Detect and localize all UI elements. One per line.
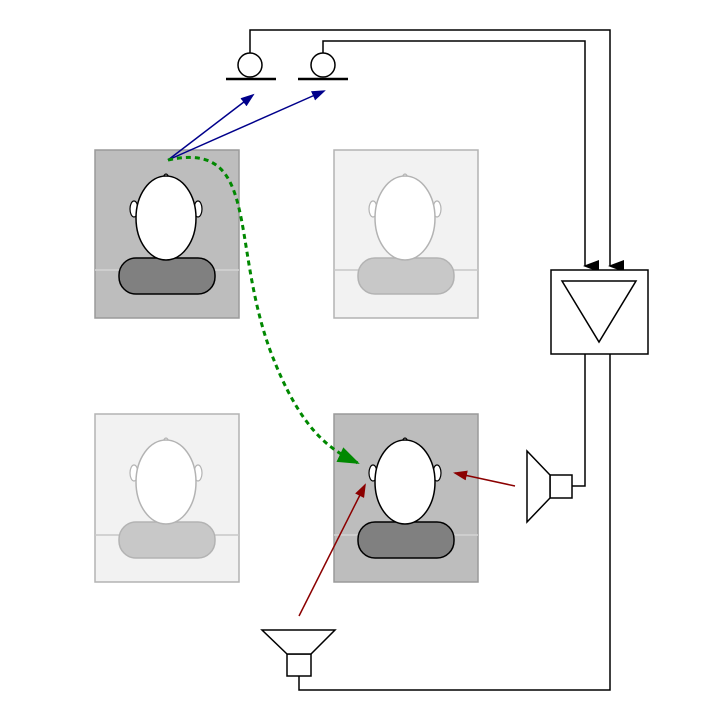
pickup-arrow-1 [167,93,255,161]
mic-1-wire [249,29,624,272]
speaker-right-icon [526,449,573,524]
person-icon [118,173,216,295]
amp-to-bottom-speaker-wire [298,354,611,691]
listener-panel-top-right [333,149,479,319]
speaker-bottom-sound-arrow [298,483,366,617]
speaker-bottom-icon [260,629,337,677]
speaker-right-sound-arrow [453,470,516,487]
amp-to-right-speaker-wire [572,354,586,487]
amplifier-icon [550,269,649,355]
listener-panel-bottom-right [333,413,479,583]
person-icon [357,173,455,295]
listener-panel-bottom-left [94,413,240,583]
direct-sound-path [167,156,360,465]
microphone-2-icon [298,52,348,81]
person-icon [118,437,216,559]
mic-2-wire [322,40,599,272]
microphone-1-icon [226,52,276,81]
person-icon [357,437,455,559]
listener-panel-top-left [94,149,240,319]
pickup-arrow-2 [167,90,326,161]
